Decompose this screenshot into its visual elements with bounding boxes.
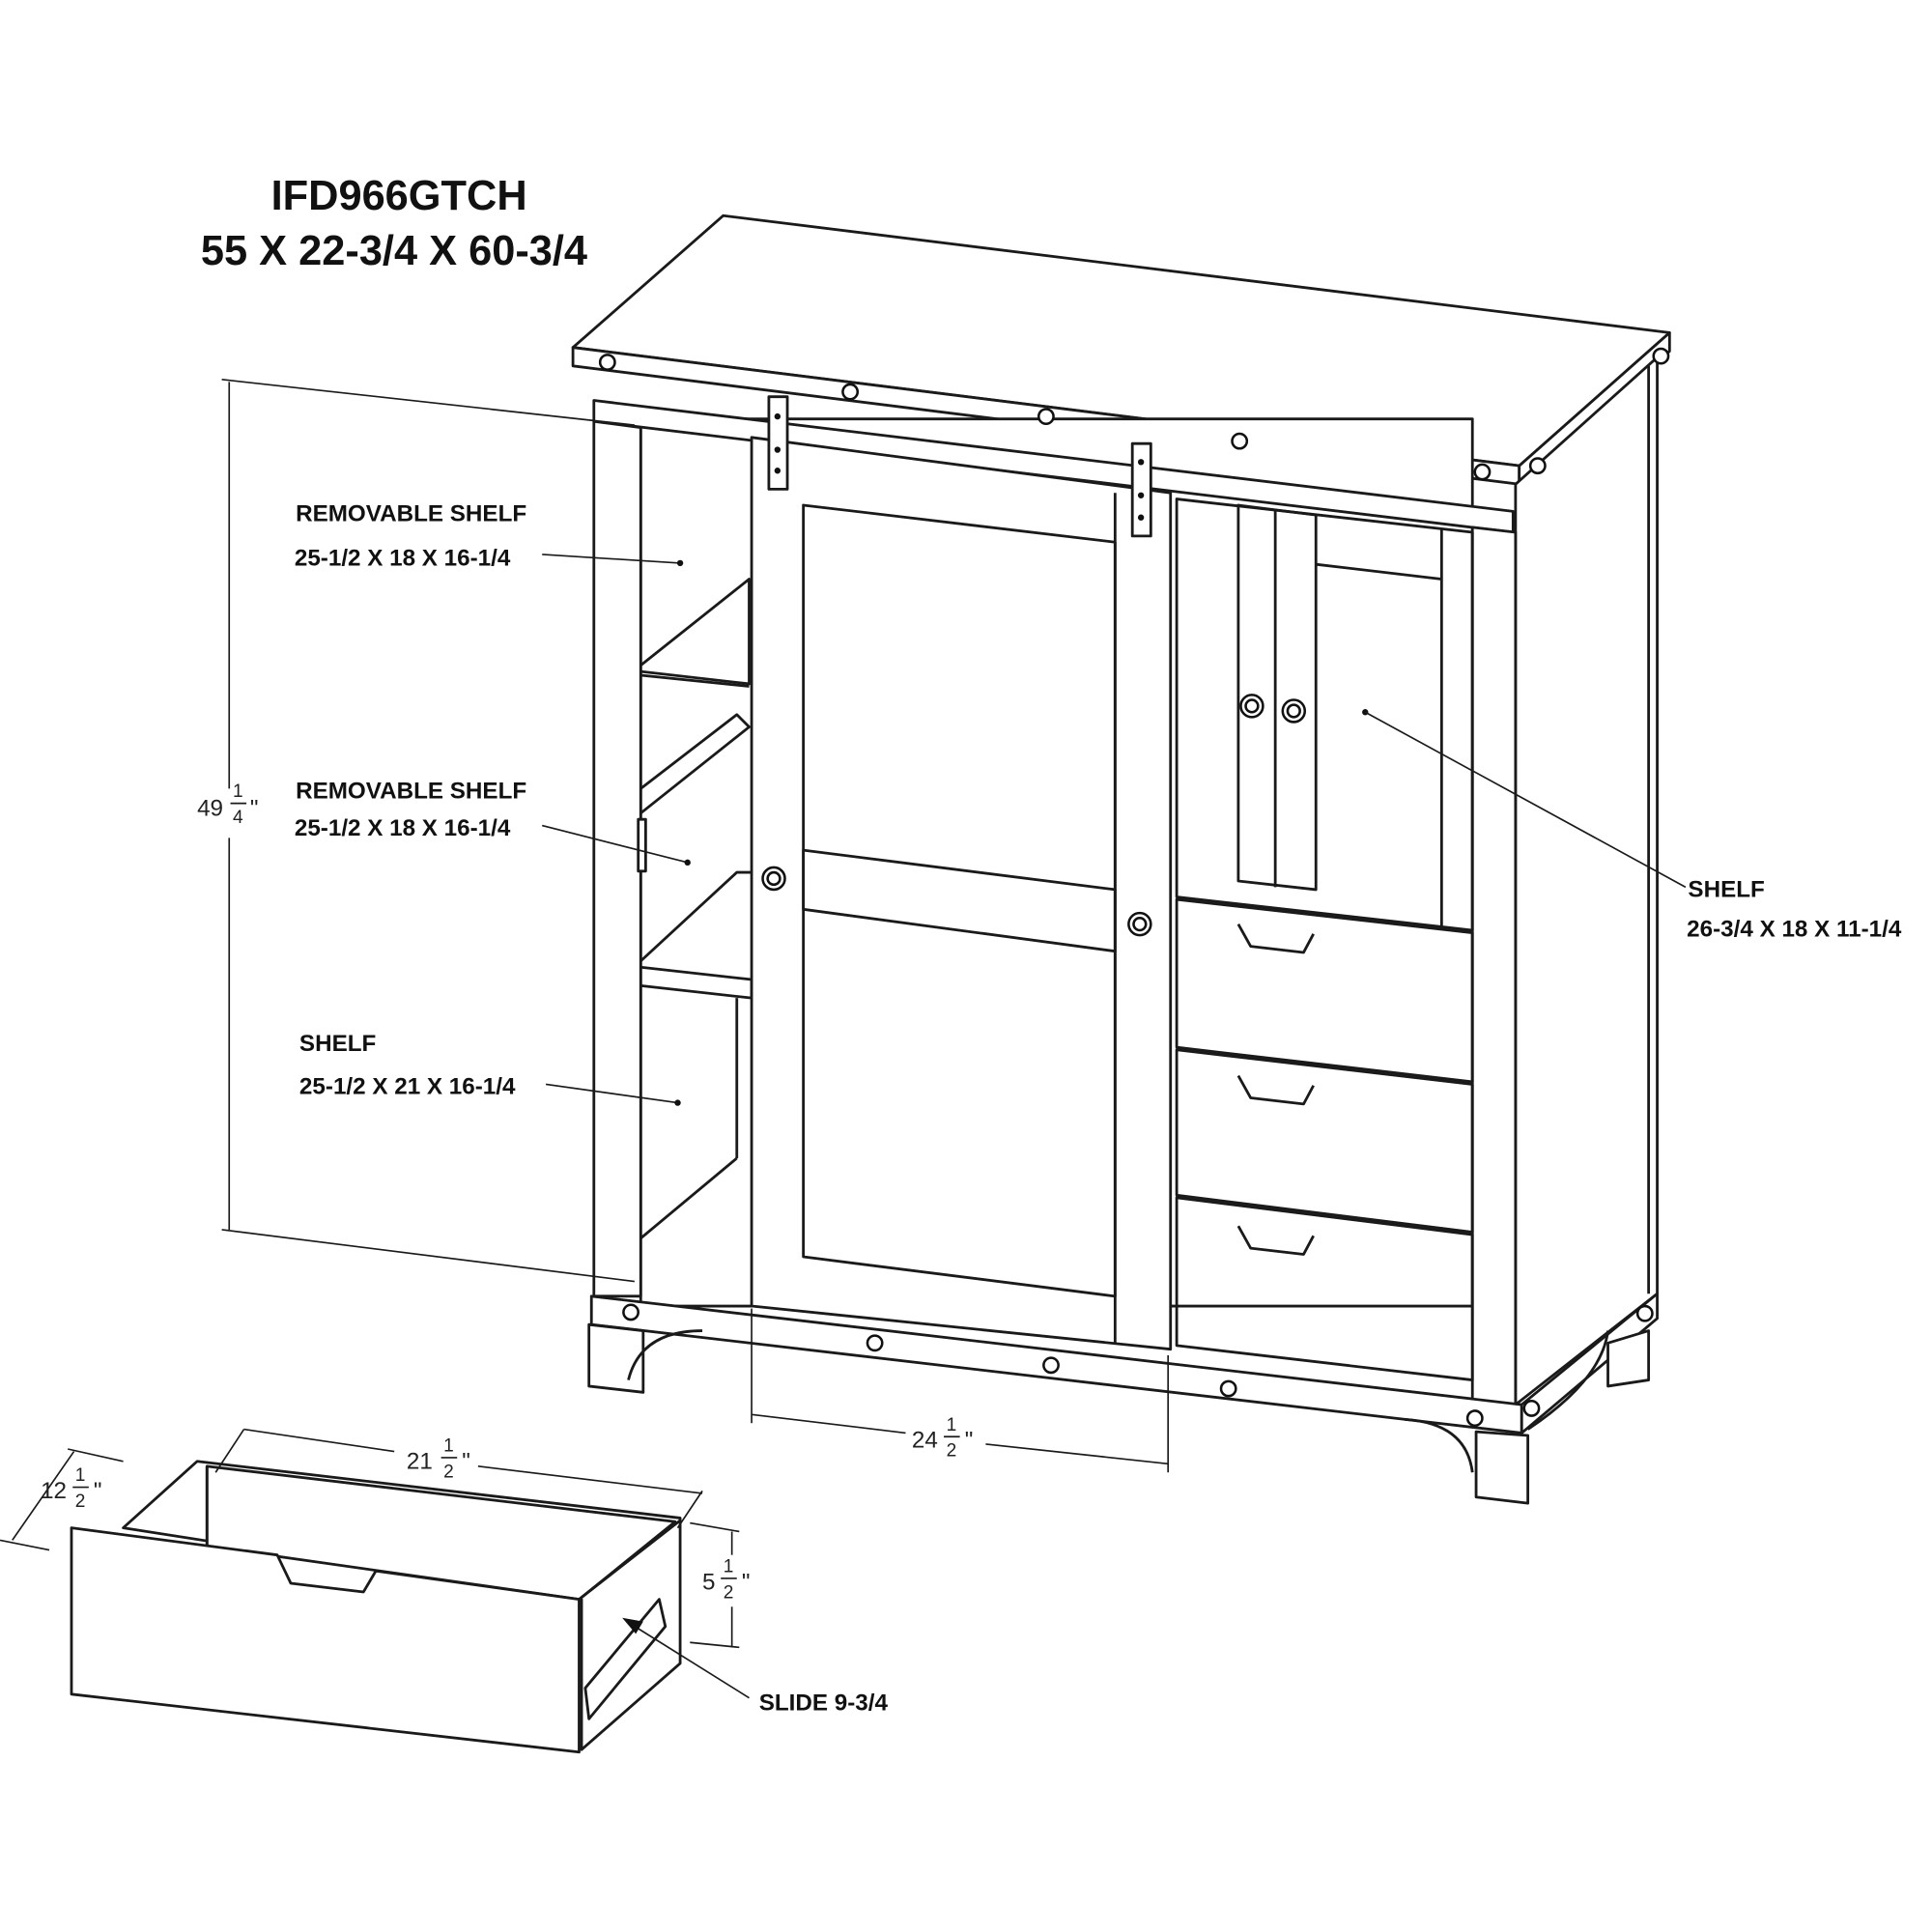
dimensions-interior-height-unit: " — [250, 795, 259, 821]
labels-removable-shelf-2-name: REMOVABLE SHELF — [296, 779, 526, 805]
model-number: IFD966GTCH — [271, 173, 527, 219]
labels-removable-shelf-1-size: 25-1/2 X 18 X 16-1/4 — [295, 545, 511, 571]
slide-callout: SLIDE 9-3/4 — [622, 1617, 889, 1716]
labels-removable-shelf-1-name: REMOVABLE SHELF — [296, 501, 526, 527]
dimensions-drawer-depth-den: 2 — [75, 1492, 86, 1512]
labels-removable-shelf-2-size: 25-1/2 X 18 X 16-1/4 — [295, 815, 511, 841]
dimensions-drawer-depth-whole: 12 — [41, 1478, 67, 1504]
dimension-drawer-depth: 12 1 2 " — [0, 1448, 124, 1551]
shelf-left-callout: SHELF 25-1/2 X 21 X 16-1/4 — [299, 1031, 681, 1106]
dimension-drawer-width: 21 1 2 " — [214, 1428, 703, 1529]
dimensions-drawer-width-num: 1 — [443, 1436, 454, 1457]
removable-shelf-2-callout: REMOVABLE SHELF 25-1/2 X 18 X 16-1/4 — [295, 779, 691, 867]
overall-dimensions: 55 X 22-3/4 X 60-3/4 — [201, 228, 587, 274]
dimensions-drawer-height-den: 2 — [724, 1582, 734, 1603]
dimensions-interior-height-den: 4 — [233, 808, 243, 828]
dimensions-drawer-depth-num: 1 — [75, 1465, 86, 1486]
dimensions-door-width-den: 2 — [947, 1441, 957, 1462]
dimensions-drawer-width-den: 2 — [443, 1462, 454, 1482]
dimensions-drawer-height-unit: " — [742, 1569, 751, 1595]
dimension-drawer-height: 5 1 2 " — [690, 1521, 751, 1649]
labels-shelf-right-name: SHELF — [1688, 877, 1764, 903]
shelf-right-callout: SHELF 26-3/4 X 18 X 11-1/4 — [1362, 709, 1902, 942]
dimensions-drawer-depth-unit: " — [94, 1478, 102, 1504]
dimensions-drawer-height-num: 1 — [724, 1557, 734, 1577]
dimensions-door-width-whole: 24 — [912, 1428, 938, 1454]
labels-shelf-left-name: SHELF — [299, 1031, 376, 1057]
dimension-door-width: 24 1 2 " — [751, 1308, 1170, 1473]
dimensions-interior-height-num: 1 — [233, 781, 243, 802]
dimensions-interior-height-whole: 49 — [197, 795, 223, 821]
removable-shelf-1-callout: REMOVABLE SHELF 25-1/2 X 18 X 16-1/4 — [295, 501, 684, 571]
dimensions-door-width-num: 1 — [947, 1415, 957, 1435]
labels-shelf-left-size: 25-1/2 X 21 X 16-1/4 — [299, 1074, 516, 1100]
slide-label: SLIDE 9-3/4 — [759, 1690, 889, 1716]
dimension-interior-height: 49 1 4 " — [197, 379, 635, 1283]
dimensions-drawer-height-whole: 5 — [702, 1569, 715, 1595]
dimensions-drawer-width-whole: 21 — [407, 1448, 433, 1474]
drawer-drawing — [70, 1460, 682, 1754]
dimensions-drawer-width-unit: " — [462, 1448, 470, 1474]
labels-shelf-right-size: 26-3/4 X 18 X 11-1/4 — [1687, 916, 1902, 942]
cabinet-drawing — [571, 213, 1671, 1505]
dimensions-door-width-unit: " — [965, 1428, 974, 1454]
